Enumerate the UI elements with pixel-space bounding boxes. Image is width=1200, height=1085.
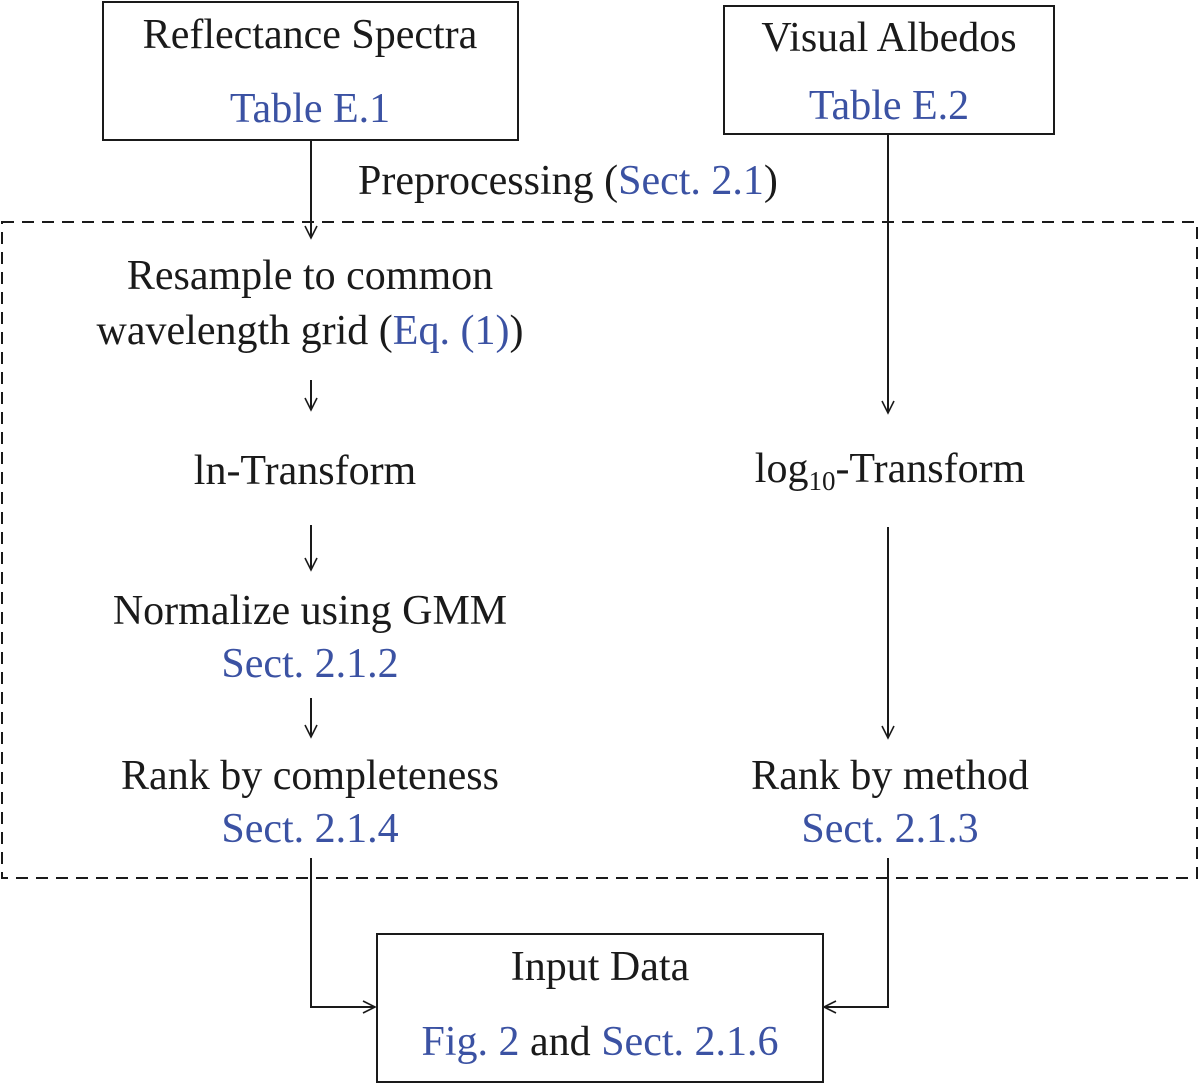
input-data-fig-ref[interactable]: Fig. 2 [421, 1019, 520, 1065]
input-data-refs: Fig. 2 and Sect. 2.1.6 [421, 1019, 779, 1065]
rank-method-ref[interactable]: Sect. 2.1.3 [801, 806, 979, 852]
visual-albedos-box [723, 5, 1055, 135]
preprocessing-ref[interactable]: Sect. 2.1 [618, 158, 764, 204]
ln-transform-step: ln-Transform [193, 448, 417, 494]
input-data-sect-ref[interactable]: Sect. 2.1.6 [601, 1019, 779, 1065]
arrow-rank-completeness-to-input [310, 858, 377, 1014]
resample-step-line2: wavelength grid (Eq. (1)) [96, 308, 524, 354]
reflectance-spectra-box [102, 1, 519, 141]
preprocessing-label: Preprocessing (Sect. 2.1) [358, 158, 778, 204]
rank-method-step: Rank by method [751, 753, 1029, 799]
visual-albedos-ref[interactable]: Table E.2 [808, 83, 970, 129]
resample-step-line1: Resample to common [126, 253, 494, 299]
rank-completeness-ref[interactable]: Sect. 2.1.4 [221, 806, 399, 852]
preprocessing-boundary [1, 221, 1198, 879]
reflectance-spectra-ref[interactable]: Table E.1 [229, 86, 391, 132]
normalize-ref[interactable]: Sect. 2.1.2 [221, 641, 399, 687]
rank-completeness-step: Rank by completeness [121, 753, 499, 799]
visual-albedos-title: Visual Albedos [761, 15, 1017, 61]
reflectance-spectra-title: Reflectance Spectra [142, 12, 478, 58]
resample-ref[interactable]: Eq. (1) [392, 308, 510, 354]
input-data-title: Input Data [510, 944, 690, 990]
log10-transform-step: log10-Transform [754, 446, 1026, 497]
normalize-step: Normalize using GMM [112, 588, 508, 634]
arrow-rank-method-to-input [822, 858, 889, 1014]
input-data-box [376, 933, 824, 1083]
